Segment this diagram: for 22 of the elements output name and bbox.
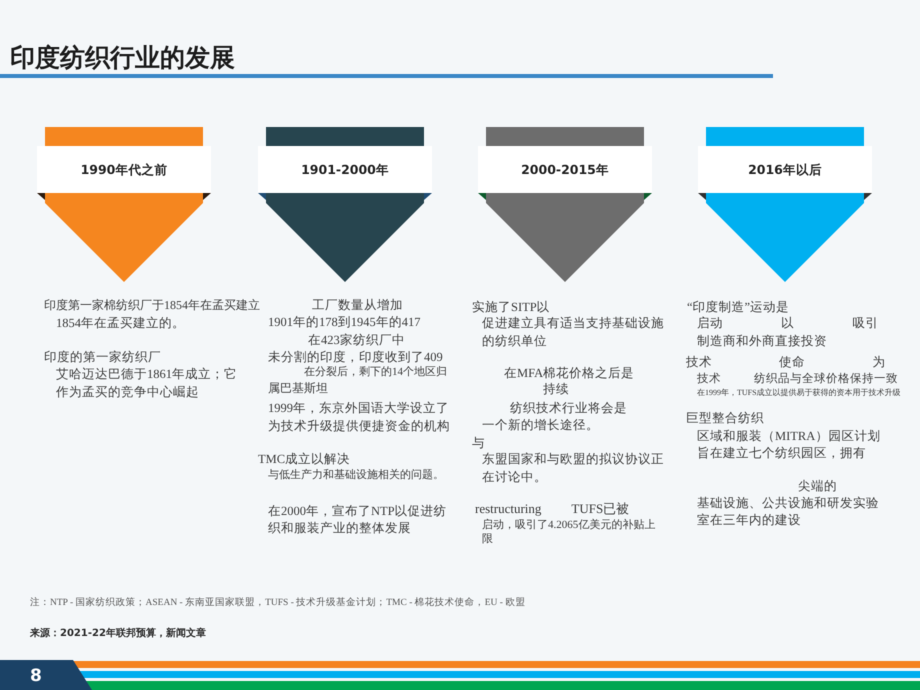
source-note: 来源：2021-22年联邦预算，新闻文章 [30,627,206,641]
banner-heading: 2016年以后 [748,161,822,178]
event-text: 工厂数量从增加1901年的178到1945年的417在423家纺织厂中未分割的印度，印度收到了409在分裂后，剩下的14个地区归属巴基斯坦 [268,297,447,396]
event-text: 与东盟国家和与欧盟的拟议协议正在讨论中。 [472,435,664,485]
event-text: 1999年，东京外国语大学设立了为技术升级提供便捷资金的机构 [268,400,450,434]
banner-heading: 1990年代之前 [80,161,168,178]
event-text: 巨型整合纺织区域和服装（MITRA）园区计划旨在建立七个纺织园区，拥有尖端的基础设施、公共设施和研发实验室在三年内的建设 [686,410,880,528]
event-text: TMC成立以解决与低生产力和基础设施相关的问题。 [258,451,444,482]
banner-heading: 1901-2000年 [301,161,389,178]
banner-heading: 2000-2015年 [521,161,609,178]
footnote: 注：NTP - 国家纺织政策；ASEAN - 东南亚国家联盟，TUFS - 技术升级基金计划；TMC - 棉花技术使命，EU - 欧盟 [30,596,526,610]
event-text: 印度第一家棉纺织厂于1854年在孟买建立1854年在孟买建立的。 [44,297,260,331]
page-number: 8 [30,665,42,687]
event-text: 在1999年，TUFS成立以提供易于获得的资本用于技术升级 [697,388,901,396]
event-text: “印度制造”运动是启动 以 吸引制造商和外商直接投资 [687,299,878,349]
event-text: 技术 使命 为技术 纺织品与全球价格保持一致 [686,354,898,386]
event-text: 印度的第一家纺织厂艾哈迈达巴德于1861年成立；它作为孟买的竞争中心崛起 [44,349,237,400]
event-text: 在MFA棉花价格之后是持续纺织技术行业将会是一个新的增长途径。 [482,365,634,433]
event-text: 在2000年，宣布了NTP以促进纺织和服装产业的整体发展 [268,503,447,536]
page-title: 印度纺织行业的发展 [10,42,235,74]
event-text: restructuring TUFS已被启动，吸引了4.2065亿美元的补贴上限 [475,501,656,546]
event-text: 实施了SITP以促进建立具有适当支持基础设施的纺织单位 [472,299,664,349]
